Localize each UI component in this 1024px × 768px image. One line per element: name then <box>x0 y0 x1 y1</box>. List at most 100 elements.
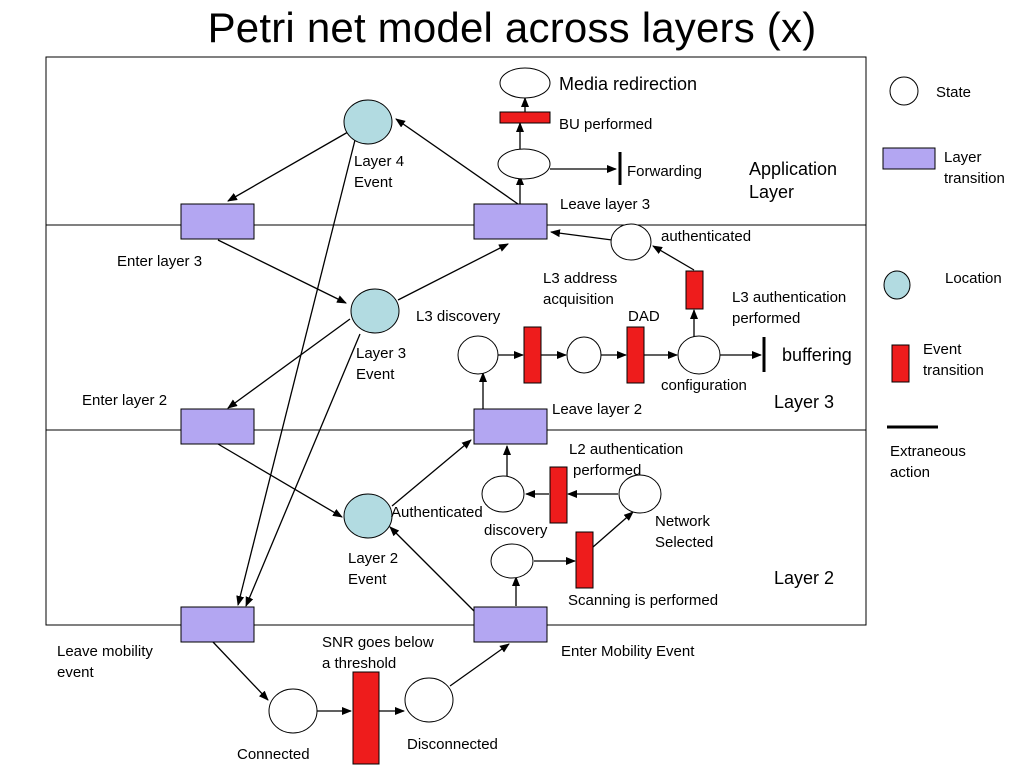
label-authenticated-top: authenticated <box>661 228 751 245</box>
arc-layer4-to-enter3 <box>227 131 349 202</box>
legend-extraneous-label-1: Extraneous <box>890 443 966 460</box>
arc-layer3-to-enter2 <box>227 318 351 409</box>
label-leave-mobility-1: Leave mobility <box>57 643 153 660</box>
legend-layer-transition-label-1: Layer <box>944 149 982 166</box>
arc-enter2-to-layer2 <box>217 443 343 518</box>
state-network-selected <box>618 474 662 514</box>
diagram-labels: Media redirection BU performed Forwardin… <box>57 74 852 763</box>
label-network-selected-2: Selected <box>655 534 713 551</box>
event-bu-performed <box>499 111 551 124</box>
transition-leave-layer-3 <box>473 203 548 240</box>
label-layer3-event-2: Event <box>356 366 395 383</box>
label-l3-discovery: L3 discovery <box>416 308 501 325</box>
transition-leave-mobility <box>180 606 255 643</box>
label-enter-layer-2: Enter layer 2 <box>82 392 167 409</box>
label-connected: Connected <box>237 746 310 763</box>
label-l2-auth-2: performed <box>573 462 641 479</box>
extraneous-actions <box>618 152 766 372</box>
label-enter-layer-3: Enter layer 3 <box>117 253 202 270</box>
legend: State Layer transition Location Event tr… <box>882 76 1005 481</box>
label-authenticated-l2: Authenticated <box>391 504 483 521</box>
locations <box>343 99 400 539</box>
label-application-layer-2: Layer <box>749 182 794 202</box>
label-leave-mobility-2: event <box>57 664 95 681</box>
label-snr-2: a threshold <box>322 655 396 672</box>
arc-layer3-to-leave3 <box>397 243 509 301</box>
label-forwarding: Forwarding <box>627 163 702 180</box>
label-l3-auth-2: performed <box>732 310 800 327</box>
arc-l3auth-to-authenticated <box>652 245 695 271</box>
event-snr-threshold <box>352 671 380 765</box>
legend-state-icon <box>889 76 919 106</box>
state-configuration <box>677 335 721 375</box>
legend-event-transition-label-2: transition <box>923 362 984 379</box>
label-l3-address-1: L3 address <box>543 270 617 287</box>
label-discovery: discovery <box>484 522 548 539</box>
event-l3-auth <box>685 270 704 310</box>
legend-state-label: State <box>936 84 971 101</box>
label-layer4-event-1: Layer 4 <box>354 153 404 170</box>
legend-location-label: Location <box>945 270 1002 287</box>
arc-disconnected-to-entermob <box>449 643 510 687</box>
state-l3-address <box>566 336 602 374</box>
label-snr-1: SNR goes below <box>322 634 434 651</box>
transition-enter-mobility <box>473 606 548 643</box>
arc-layer4-to-leavemob <box>236 139 356 606</box>
label-buffering: buffering <box>782 345 852 365</box>
legend-layer-transition-label-2: transition <box>944 170 1005 187</box>
label-layer4-event-2: Event <box>354 174 393 191</box>
event-dad <box>626 326 645 384</box>
legend-layer-transition-icon <box>882 147 936 170</box>
label-enter-mobility: Enter Mobility Event <box>561 643 695 660</box>
arc-layer3-to-leavemob <box>245 333 361 607</box>
label-layer2-event-1: Layer 2 <box>348 550 398 567</box>
label-l2-auth-1: L2 authentication <box>569 441 683 458</box>
arc-scanning-to-network <box>592 511 634 548</box>
state-authenticated <box>610 223 652 261</box>
label-layer-3: Layer 3 <box>774 392 834 412</box>
event-l2-auth <box>549 466 568 524</box>
arc-leave3-to-layer4 <box>395 118 519 205</box>
label-scanning: Scanning is performed <box>568 592 718 609</box>
state-discovery <box>481 475 525 513</box>
label-l3-address-2: acquisition <box>543 291 614 308</box>
arc-enter3-to-layer3 <box>217 239 347 304</box>
arc-authenticated-to-leave3 <box>550 229 613 241</box>
label-layer-2: Layer 2 <box>774 568 834 588</box>
label-leave-layer-3: Leave layer 3 <box>560 196 650 213</box>
label-l3-auth-1: L3 authentication <box>732 289 846 306</box>
layer-transitions <box>180 203 548 643</box>
location-layer-3-event <box>350 288 400 334</box>
layer-frame <box>45 56 867 626</box>
location-layer-4-event <box>343 99 393 145</box>
states <box>268 67 721 734</box>
label-configuration: configuration <box>661 377 747 394</box>
location-layer-2-event <box>343 493 393 539</box>
state-scanning <box>490 543 534 579</box>
label-disconnected: Disconnected <box>407 736 498 753</box>
page-title: Petri net model across layers (x) <box>207 4 817 51</box>
state-l3-discovery <box>457 335 499 375</box>
label-bu-performed: BU performed <box>559 116 652 133</box>
state-app-forward <box>497 148 551 180</box>
legend-event-transition-label-1: Event <box>923 341 962 358</box>
legend-event-transition-icon <box>891 344 910 383</box>
legend-location-icon <box>883 270 911 300</box>
event-scanning <box>575 531 594 589</box>
label-layer2-event-2: Event <box>348 571 387 588</box>
event-transitions <box>352 111 704 765</box>
transition-enter-layer-2 <box>180 408 255 445</box>
arc-entermob-to-layer2 <box>389 526 475 612</box>
state-media-redirection <box>499 67 551 99</box>
state-disconnected <box>404 677 454 723</box>
label-leave-layer-2: Leave layer 2 <box>552 401 642 418</box>
arc-layer2-to-leave2 <box>391 439 472 507</box>
label-application-layer-1: Application <box>749 159 837 179</box>
label-network-selected-1: Network <box>655 513 711 530</box>
transition-leave-layer-2 <box>473 408 548 445</box>
state-connected <box>268 688 318 734</box>
event-l3-address <box>523 326 542 384</box>
arc-leavemob-to-connected <box>212 641 269 701</box>
arcs <box>212 97 762 715</box>
